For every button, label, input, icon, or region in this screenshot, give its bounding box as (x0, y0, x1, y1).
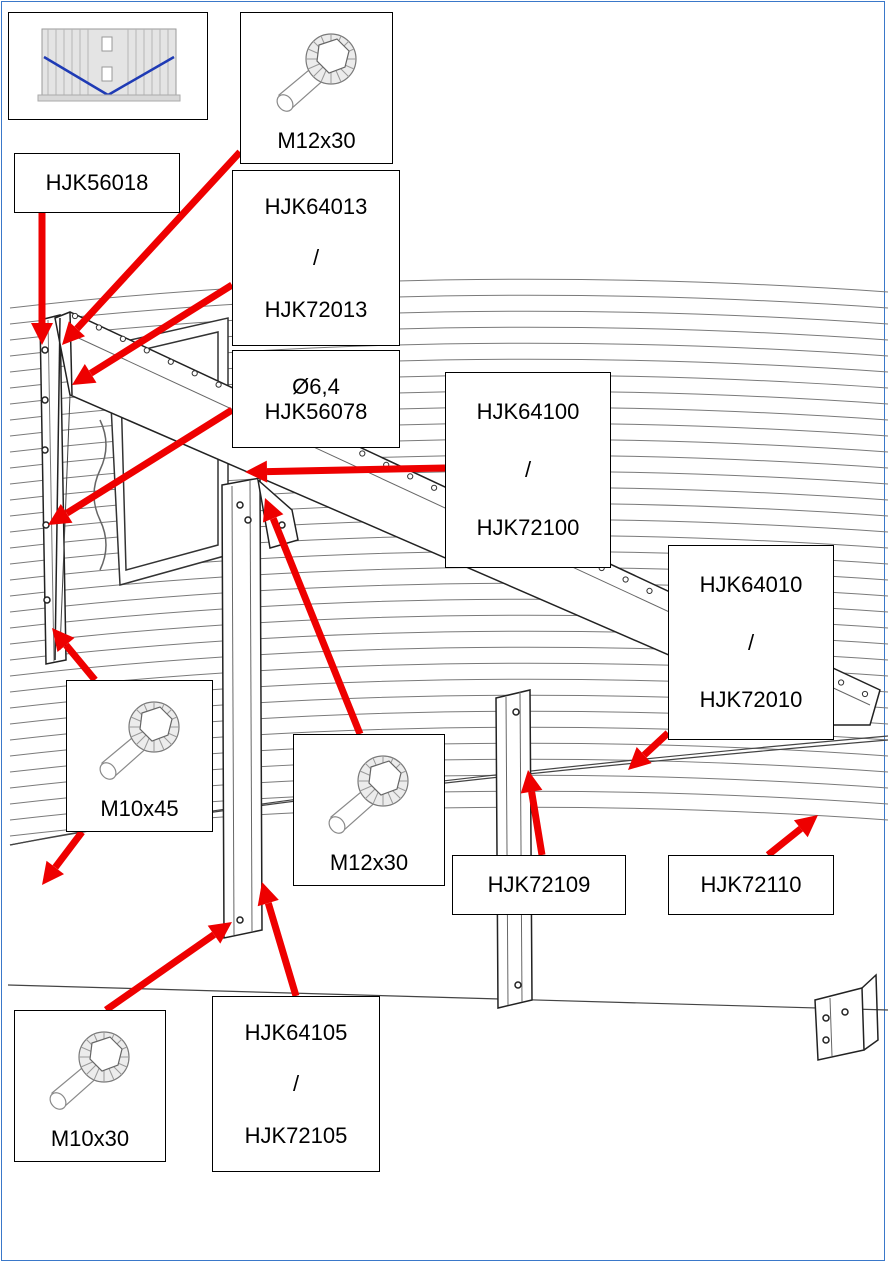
arrow-head (628, 747, 652, 770)
beam-hole (191, 370, 198, 377)
wall-corrugation-line (9, 294, 888, 325)
arrow-head (263, 498, 284, 523)
beam-hole (359, 450, 366, 457)
beam-hole (431, 484, 438, 491)
bolt-size-label: M10x30 (50, 1125, 130, 1151)
callout-arrows (31, 149, 818, 1013)
arrow-shaft (103, 931, 217, 1013)
separator-label: / (524, 457, 532, 483)
label-hjk72109: HJK72109 (452, 855, 626, 915)
arrow-head (207, 922, 232, 944)
separator-label: / (312, 245, 320, 271)
wall-corrugation-line (9, 278, 888, 309)
part-number-label: HJK64010 (699, 572, 803, 598)
label-hjk56078: Ø6,4 HJK56078 (232, 350, 400, 448)
part-number-label: HJK64105 (244, 1020, 348, 1046)
beam-hole (167, 358, 174, 365)
beam-hole (861, 690, 869, 698)
label-m12x30-top: M12x30 (240, 12, 393, 164)
flange-bolt-icon (323, 747, 415, 844)
beam-hole (119, 335, 127, 342)
label-m12x30-mid: M12x30 (293, 734, 445, 886)
separator-label: / (292, 1071, 300, 1097)
part-number-label: HJK72013 (264, 296, 368, 322)
arrow-shaft (765, 825, 803, 858)
arrow-head (31, 323, 53, 345)
silo-overview-thumbnail-icon (37, 28, 181, 102)
overview-thumbnail (8, 12, 208, 120)
part-number-label: HJK72105 (244, 1122, 348, 1148)
beam-hole (646, 587, 653, 595)
arrow-shaft (88, 282, 234, 377)
beam-hole (407, 473, 414, 480)
label-hjk56018: HJK56018 (14, 153, 180, 213)
arrow-head (72, 364, 97, 385)
part-number-label: HJK56018 (45, 170, 149, 196)
bolt-size-label: M12x30 (277, 127, 356, 153)
wall-corrugation-line (9, 310, 888, 341)
arrow-shaft (264, 902, 300, 998)
arrow-shaft (269, 517, 364, 736)
arrow-shaft (64, 407, 234, 517)
flange-bolt-icon (271, 25, 363, 122)
bolt-size-label: M12x30 (329, 849, 409, 875)
part-number-label: HJK72010 (699, 687, 803, 713)
part-number-label: HJK72100 (476, 515, 580, 541)
beam-hole (71, 312, 79, 320)
arrow-head (520, 770, 543, 794)
arrow-head (245, 460, 268, 483)
post-hjk72109 (495, 689, 533, 1009)
beam-hole (838, 679, 845, 686)
label-m10x45: M10x45 (66, 680, 213, 832)
beam-hole (215, 381, 222, 388)
beam-hole (622, 576, 629, 583)
flange-bolt-icon (94, 693, 186, 790)
arrow-shaft (266, 464, 446, 476)
label-m10x30: M10x30 (14, 1010, 166, 1162)
foot-bracket-part (814, 973, 879, 1061)
arrow-head (62, 321, 85, 345)
arrow-head (257, 882, 279, 907)
post-hjk64105 (221, 477, 299, 939)
bolt-size-label: M10x45 (100, 795, 179, 821)
arrow-shaft (63, 642, 98, 683)
beam-hole (95, 324, 103, 331)
separator-label: / (747, 629, 755, 655)
part-number-label: HJK72109 (487, 872, 591, 898)
label-hjk64013: HJK64013 / HJK72013 (232, 170, 400, 346)
left-bracket-part (39, 314, 67, 665)
part-number-label: HJK64013 (264, 194, 368, 220)
part-number-label: HJK56078 (264, 399, 368, 424)
arrow-head (48, 504, 73, 525)
arrow-shaft (52, 829, 85, 870)
arrow-shaft (528, 791, 546, 856)
label-hjk64105: HJK64105 / HJK72105 (212, 996, 380, 1172)
label-hjk64100: HJK64100 / HJK72100 (445, 372, 611, 568)
beam-hole (143, 347, 150, 354)
arrow-head (793, 815, 818, 838)
flange-bolt-icon (44, 1023, 136, 1120)
arrow-head (42, 860, 64, 885)
part-number-label: HJK72110 (700, 872, 802, 898)
label-hjk72110: HJK72110 (668, 855, 834, 915)
label-hjk64010: HJK64010 / HJK72010 (668, 545, 834, 740)
arrow-shaft (641, 730, 671, 758)
arrow-shaft (74, 149, 243, 332)
hole-diameter-label: Ø6,4 (292, 373, 340, 399)
part-number-label: HJK64100 (476, 399, 580, 425)
arrow-head (52, 628, 75, 652)
